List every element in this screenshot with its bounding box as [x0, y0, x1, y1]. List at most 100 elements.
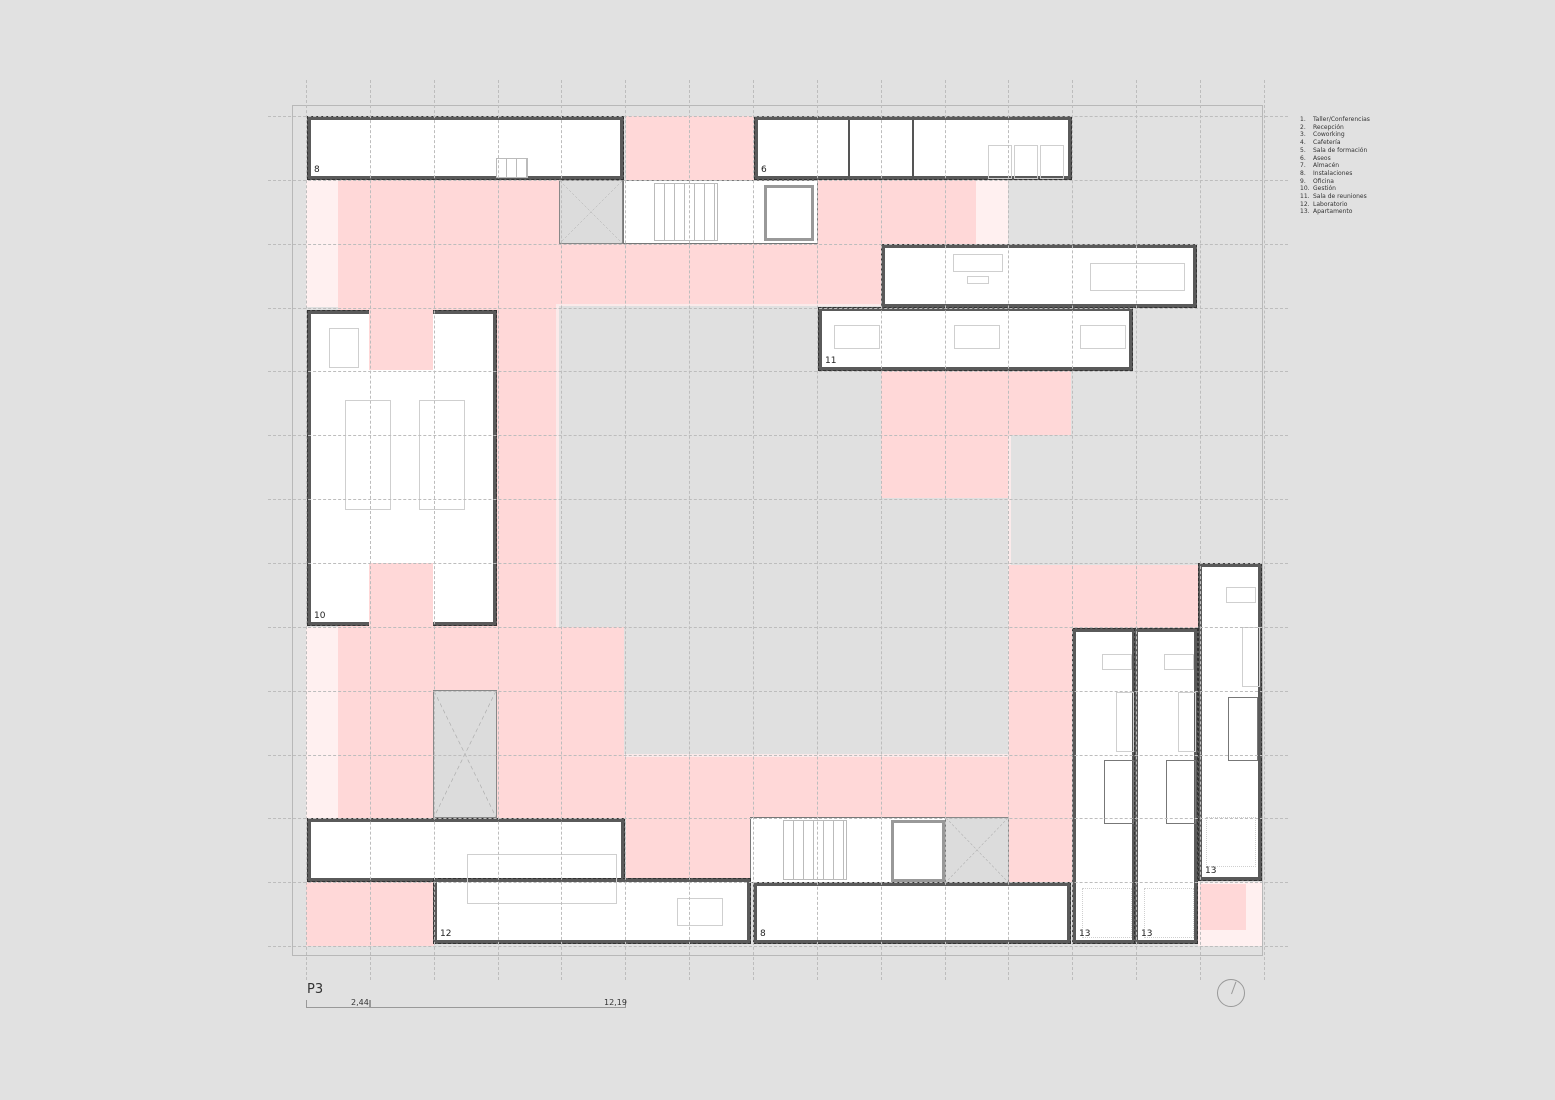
stairs-top [654, 183, 718, 241]
room-12-laboratorio-upper[interactable] [307, 818, 625, 882]
grid-line-vertical [1008, 80, 1009, 980]
legend-item: 7.Almacén [1300, 162, 1370, 170]
grid-line-vertical [881, 80, 882, 980]
elevator-bottom [891, 820, 945, 882]
room-tag-13-b: 13 [1141, 929, 1153, 939]
room-tag-11: 11 [825, 356, 837, 366]
legend-item-number: 12. [1300, 200, 1310, 208]
legend-item-number: 1. [1300, 116, 1306, 123]
legend-item: 13.Apartamento [1300, 208, 1370, 216]
circulation-right-vertical [1009, 630, 1073, 882]
grid-line-vertical [689, 80, 690, 980]
legend-item: 9. Oficina [1300, 178, 1370, 186]
table-long [1090, 263, 1185, 291]
legend-item-label: Sala de formación [1313, 146, 1368, 154]
grid-line-vertical [1200, 80, 1201, 980]
room-tag-10: 10 [314, 611, 326, 621]
room-13-apartamento-c[interactable]: 13 [1198, 563, 1262, 881]
scale-label-1: 2,44 [351, 998, 369, 1007]
scale-label-2: 12,19 [604, 998, 627, 1007]
room-13-apartamento-a[interactable]: 13 [1072, 628, 1136, 944]
grid-line-horizontal [268, 627, 1288, 628]
room-12-laboratorio[interactable]: 12 [433, 854, 751, 944]
room-tag-13-a: 13 [1079, 929, 1091, 939]
wc-stall-divider-a [848, 120, 850, 180]
lab-bench [467, 854, 617, 904]
legend-item: 5.Sala de formación [1300, 147, 1370, 155]
grid-line-horizontal [268, 755, 1288, 756]
legend-item-number: 7. [1300, 162, 1306, 170]
legend-item-label: Laboratorio [1313, 200, 1348, 208]
legend-item-label: Taller/Conferencias [1313, 116, 1370, 123]
void-left [433, 690, 497, 818]
room-11-sala-reuniones[interactable]: 11 [818, 307, 1133, 371]
circulation-right [1009, 565, 1200, 630]
legend-item-number: 3. [1300, 131, 1306, 139]
grid-line-horizontal [268, 818, 1288, 819]
legend-item: 6.Aseos [1300, 155, 1370, 163]
legend-item-number: 10. [1300, 185, 1310, 193]
grid-line-vertical [434, 80, 435, 980]
apartment-b-table [1164, 654, 1194, 670]
legend-item-label: Aseos [1313, 154, 1331, 162]
legend-item: 4. Cafetería [1300, 139, 1370, 147]
legend-item-number: 11. [1300, 193, 1310, 201]
grid-line-horizontal [268, 244, 1288, 245]
apartment-a-table [1102, 654, 1132, 670]
apartment-a-bath [1104, 760, 1134, 824]
legend-item-number: 4. [1300, 139, 1306, 147]
grid-line-vertical [1136, 80, 1137, 980]
scale-bar-segment-1 [306, 1000, 370, 1008]
gestion-notch-bottom [369, 563, 433, 627]
grid-line-horizontal [268, 180, 1288, 181]
desk-cluster-right [419, 400, 465, 510]
terrace-pink-b [881, 435, 1008, 498]
apartment-c-bed [1206, 817, 1256, 867]
circulation-edge-top-left [306, 180, 338, 307]
stairs-small-top [496, 158, 528, 178]
table-top-left [329, 328, 359, 368]
room-8-top-instalaciones[interactable]: 8 [307, 116, 624, 180]
void-bottom [945, 817, 1009, 883]
level-label: P3 [307, 982, 324, 997]
wc-stall-2 [1014, 145, 1038, 179]
room-tag-13-c: 13 [1205, 866, 1217, 876]
room-8-bottom-instalaciones[interactable]: 8 [753, 882, 1071, 944]
legend-item-label: Apartamento [1313, 208, 1353, 216]
legend-item-label: Sala de reuniones [1313, 193, 1367, 201]
grid-line-horizontal [268, 499, 1288, 500]
circulation-bottom [620, 757, 1012, 820]
grid-line-horizontal [268, 435, 1288, 436]
room-tag-6: 6 [761, 165, 767, 175]
room-tag-12: 12 [440, 929, 452, 939]
apartment-b-bath [1166, 760, 1196, 824]
wc-stall-3 [1040, 145, 1064, 179]
legend-item-number: 9. [1300, 177, 1306, 185]
legend-item-label: Cafetería [1313, 139, 1341, 147]
legend-item: 10.Gestión [1300, 185, 1370, 193]
legend-item-label: Oficina [1313, 177, 1334, 185]
room-coworking-upper[interactable] [881, 244, 1197, 308]
grid-line-vertical [753, 80, 754, 980]
plan-boundary [292, 105, 1263, 956]
wc-stall-1 [988, 145, 1012, 179]
legend-item: 3.Coworking [1300, 131, 1370, 139]
void-top [559, 180, 623, 244]
sofa [953, 254, 1003, 272]
apartment-c-bath [1228, 697, 1258, 761]
legend-item-label: Recepción [1313, 123, 1344, 131]
grid-line-horizontal [268, 882, 1288, 883]
grid-line-vertical [370, 80, 371, 980]
gestion-notch-top [369, 310, 433, 370]
stair-core-bottom [750, 817, 946, 883]
legend-item: 8.Instalaciones [1300, 170, 1370, 178]
stair-core-top [623, 180, 818, 244]
room-13-apartamento-b[interactable]: 13 [1134, 628, 1198, 944]
circulation-bottom-notch [626, 818, 750, 882]
coffee-table [967, 276, 989, 284]
legend-item-number: 13. [1300, 208, 1310, 216]
room-6-aseos[interactable]: 6 [754, 116, 1072, 180]
grid-line-horizontal [268, 691, 1288, 692]
grid-line-horizontal [268, 946, 1288, 947]
